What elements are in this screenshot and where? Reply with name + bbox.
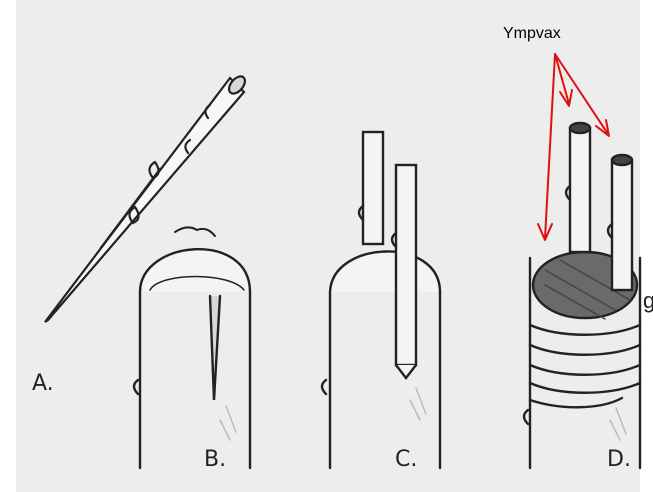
- label-b: B.: [204, 447, 226, 472]
- label-a: A.: [32, 371, 54, 396]
- label-c: C.: [395, 447, 417, 472]
- label-d: D.: [607, 447, 631, 472]
- callout-label: Ympvax: [503, 25, 561, 42]
- edge-text: g: [643, 290, 653, 312]
